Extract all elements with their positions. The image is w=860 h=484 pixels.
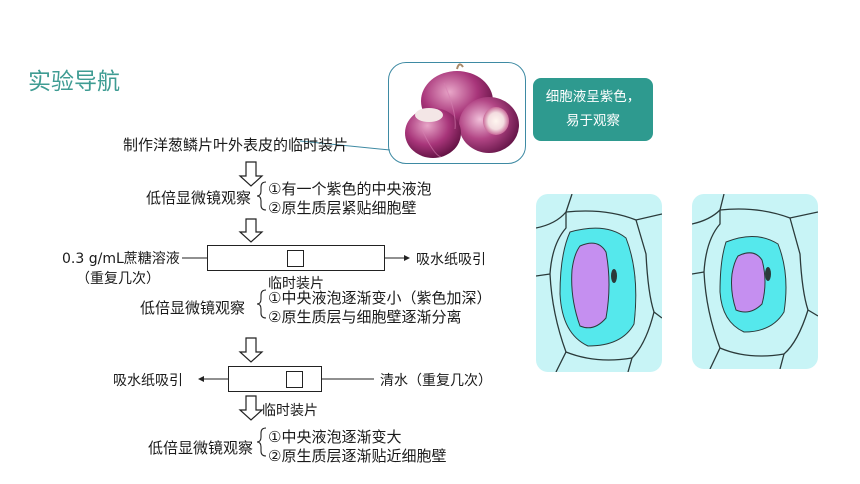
obs1-list: ①有一个紫色的中央液泡 ②原生质层紧贴细胞壁 (268, 180, 431, 218)
obs3-label: 低倍显微镜观察 (148, 439, 254, 457)
obs1-item-1: ①有一个紫色的中央液泡 (268, 180, 432, 198)
brace-1 (256, 181, 267, 211)
obs3-item-1: ①中央液泡逐渐变大 (268, 428, 402, 446)
brace-3 (256, 427, 267, 457)
down-arrow-4 (238, 395, 264, 421)
slide2-box (228, 366, 322, 392)
down-arrow-3 (238, 337, 264, 363)
page-title: 实验导航 (28, 69, 120, 95)
cell-diagram-plasmolysis-2 (692, 194, 818, 369)
slide2-left-label: 吸水纸吸引 (113, 373, 183, 389)
slide2-coverslip (286, 371, 303, 388)
cell-diagram-plasmolysis-1 (536, 194, 662, 372)
obs1-item-2: ②原生质层紧贴细胞壁 (268, 199, 417, 217)
slide2-right-label: 清水（重复几次） (380, 373, 492, 389)
down-arrow-1 (238, 161, 264, 187)
slide1-right-label: 吸水纸吸引 (416, 252, 486, 268)
onion-image (388, 62, 526, 164)
connector-line (299, 140, 391, 151)
obs2-item-1: ①中央液泡逐渐变小（紫色加深） (268, 289, 492, 307)
obs2-item-2: ②原生质层与细胞壁逐渐分离 (268, 308, 462, 326)
slide1-coverslip (287, 250, 304, 267)
slide2-bottom-label: 临时装片 (262, 403, 318, 419)
obs3-list: ①中央液泡逐渐变大 ②原生质层逐渐贴近细胞壁 (268, 428, 446, 466)
obs2-list: ①中央液泡逐渐变小（紫色加深） ②原生质层与细胞壁逐渐分离 (268, 289, 491, 327)
obs3-item-2: ②原生质层逐渐贴近细胞壁 (268, 447, 447, 465)
obs2-label: 低倍显微镜观察 (140, 299, 246, 317)
step-make-slide: 制作洋葱鳞片叶外表皮的临时装片 (123, 136, 349, 154)
callout-box: 细胞液呈紫色， 易于观察 (533, 78, 653, 141)
slide1-bottom-label: 临时装片 (268, 276, 324, 292)
slide1-left-label: 0.3 g/mL蔗糖溶液 (62, 251, 180, 267)
brace-2 (256, 289, 267, 319)
slide1-box (207, 245, 385, 271)
obs1-label: 低倍显微镜观察 (146, 189, 252, 207)
down-arrow-2 (238, 218, 264, 243)
callout-line-2: 易于观察 (566, 113, 620, 129)
slide1-left-label-2: （重复几次） (76, 271, 160, 287)
callout-line-1: 细胞液呈紫色， (545, 89, 641, 105)
